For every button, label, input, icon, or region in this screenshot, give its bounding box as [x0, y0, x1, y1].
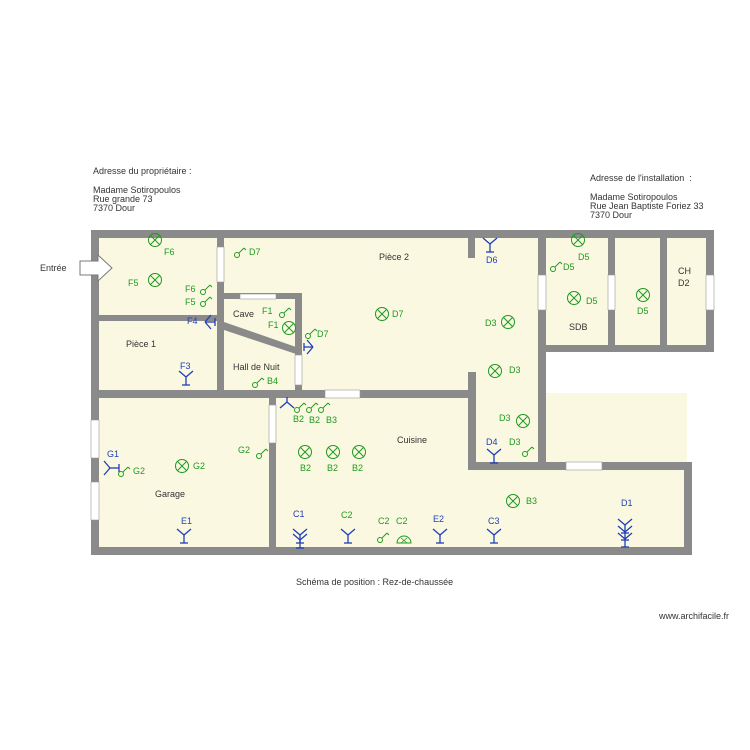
installation-heading: Adresse de l'installation :	[590, 173, 692, 183]
circuit-label: C3	[488, 516, 500, 526]
circuit-label: E1	[181, 516, 193, 526]
circuit-label: D7	[249, 247, 261, 257]
hood-icon	[396, 535, 412, 544]
watermark: www.archifacile.fr	[659, 611, 730, 621]
circuit-label: C2	[396, 516, 408, 526]
circuit-label: D6	[486, 255, 498, 265]
circuit-label: F5	[128, 278, 139, 288]
circuit-label: D5	[578, 252, 590, 262]
side-sockets	[103, 314, 314, 476]
entry-label: Entrée	[40, 263, 67, 273]
installation-city: 7370 Dour	[590, 210, 633, 220]
circuit-label: B2	[300, 463, 312, 473]
floors	[97, 235, 710, 548]
owner-street: Rue grande 73	[93, 194, 153, 204]
circuit-label: C1	[293, 509, 305, 519]
circuit-label: F3	[180, 361, 191, 371]
circuit-label: B2	[327, 463, 339, 473]
room-hall: Hall de Nuit	[233, 362, 280, 372]
circuit-label: F6	[164, 247, 175, 257]
circuit-label: D1	[621, 498, 633, 508]
room-ch: CH	[678, 266, 691, 276]
entry-arrow-icon	[79, 253, 113, 283]
circuit-label: F6	[185, 284, 196, 294]
circuit-label: C2	[378, 516, 390, 526]
circuit-label: F1	[262, 306, 273, 316]
circuit-label: B3	[326, 415, 338, 425]
circuit-label: D7	[392, 309, 404, 319]
circuit-label: G1	[107, 449, 120, 459]
circuit-label: D5	[563, 262, 575, 272]
circuit-label: G2	[193, 461, 206, 471]
circuit-label: F4	[187, 316, 198, 326]
circuit-label: D5	[586, 296, 598, 306]
openings	[90, 246, 715, 521]
circuit-label: D5	[637, 306, 649, 316]
circuit-label: B2	[293, 414, 305, 424]
circuit-label: D7	[317, 329, 329, 339]
circuit-label: D3	[485, 318, 497, 328]
socket-icon	[204, 314, 216, 330]
circuit-label: B2	[309, 415, 321, 425]
circuit-label: G2	[238, 445, 251, 455]
socket-icon	[103, 460, 120, 476]
circuit-label: B2	[352, 463, 364, 473]
circuit-label: F1	[268, 320, 279, 330]
plan-caption: Schéma de position : Rez-de-chaussée	[296, 577, 454, 587]
circuit-label: D3	[509, 365, 521, 375]
installation-street: Rue Jean Baptiste Foriez 33	[590, 201, 704, 211]
room-cave: Cave	[233, 309, 255, 319]
circuit-label: C2	[341, 510, 353, 520]
circuit-label: B3	[526, 496, 538, 506]
circuit-label: G2	[133, 466, 146, 476]
owner-name: Madame Sotiropoulos	[93, 185, 181, 195]
room-piece2: Pièce 2	[379, 252, 410, 262]
room-ch-sub: D2	[678, 278, 690, 288]
room-garage: Garage	[155, 489, 186, 499]
circuit-label: D3	[509, 437, 521, 447]
circuit-label: B4	[267, 376, 279, 386]
circuit-label: D4	[486, 437, 498, 447]
room-cuisine: Cuisine	[397, 435, 428, 445]
installation-name: Madame Sotiropoulos	[590, 192, 678, 202]
circuit-label: D3	[499, 413, 511, 423]
circuit-label: E2	[433, 514, 445, 524]
socket-icon	[303, 339, 314, 355]
room-piece1: Pièce 1	[126, 339, 157, 349]
owner-heading: Adresse du propriétaire :	[93, 166, 192, 176]
room-sdb: SDB	[569, 322, 588, 332]
owner-city: 7370 Dour	[93, 203, 136, 213]
socket-icon	[279, 397, 295, 409]
circuit-label: F5	[185, 297, 196, 307]
